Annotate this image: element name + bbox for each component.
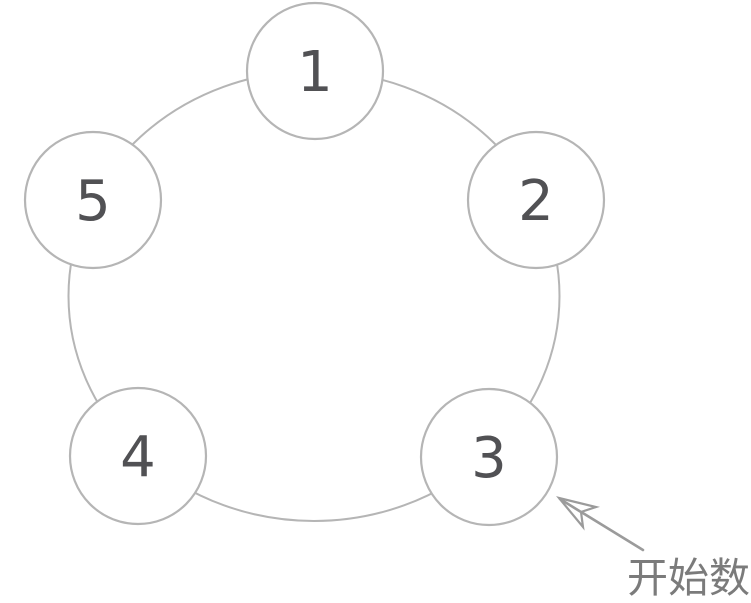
node-4: 4 — [68, 386, 208, 526]
node-3: 3 — [419, 387, 559, 527]
node-1: 1 — [245, 1, 385, 141]
start-annotation-label: 开始数 — [627, 554, 750, 602]
start-arrow — [556, 496, 645, 552]
node-3-label: 3 — [471, 426, 507, 491]
node-4-circle — [68, 386, 208, 526]
node-4-label: 4 — [120, 425, 156, 490]
node-5-label: 5 — [75, 169, 111, 234]
node-2-label: 2 — [518, 169, 554, 234]
node-5: 5 — [23, 130, 163, 270]
arrow-head-midline — [558, 497, 583, 514]
arrow-shaft — [580, 511, 645, 552]
node-1-circle — [245, 1, 385, 141]
node-5-circle — [23, 130, 163, 270]
node-1-label: 1 — [297, 40, 333, 105]
node-2-circle — [466, 130, 606, 270]
node-3-circle — [419, 387, 559, 527]
node-2: 2 — [466, 130, 606, 270]
